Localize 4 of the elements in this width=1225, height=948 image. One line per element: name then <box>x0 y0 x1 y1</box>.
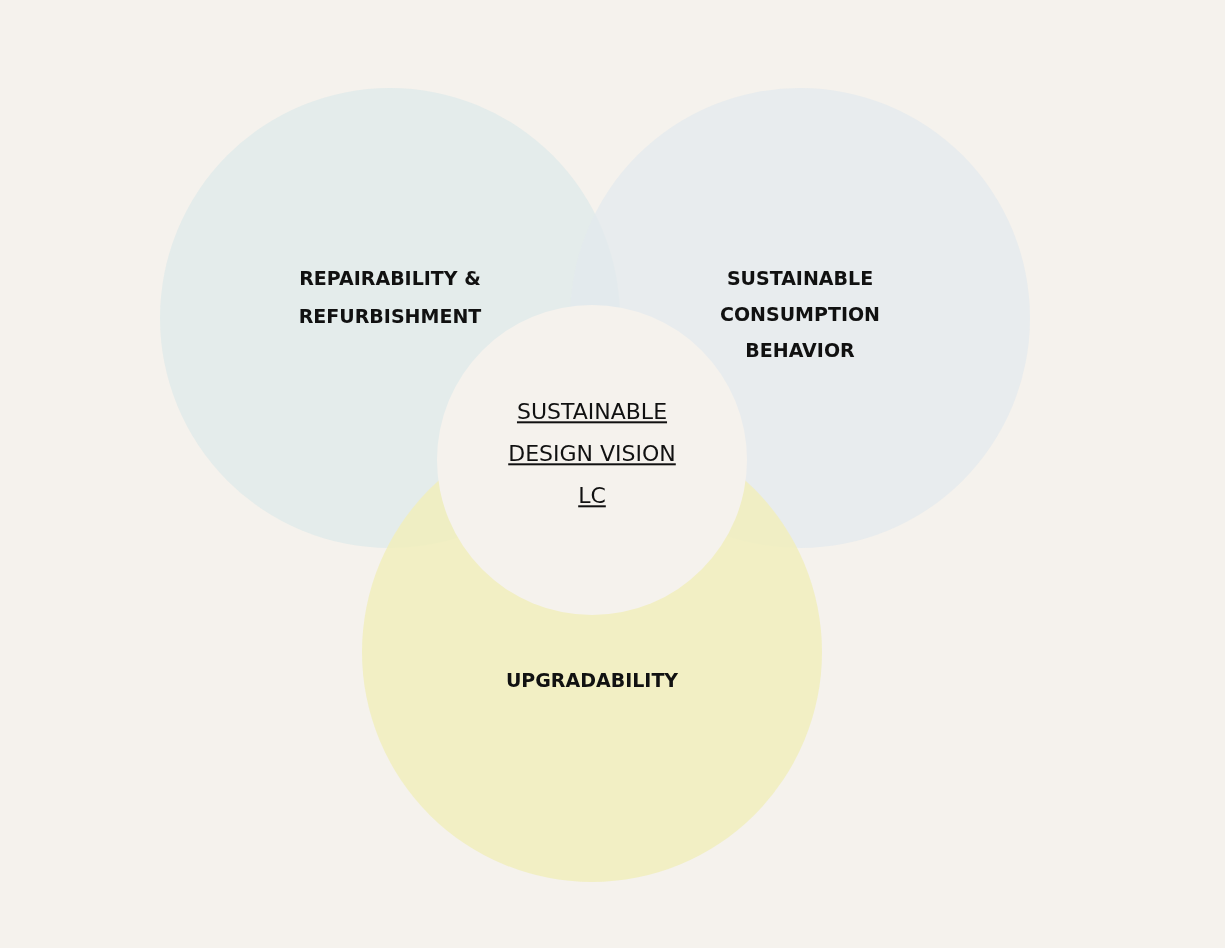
circle-label: SUSTAINABLE CONSUMPTION BEHAVIOR <box>719 265 881 364</box>
circle-label: UPGRADABILITY <box>504 667 680 693</box>
circle-label: SUSTAINABLE DESIGN VISION LC <box>507 398 677 510</box>
circle-label: REPAIRABILITY & REFURBISHMENT <box>297 266 483 329</box>
